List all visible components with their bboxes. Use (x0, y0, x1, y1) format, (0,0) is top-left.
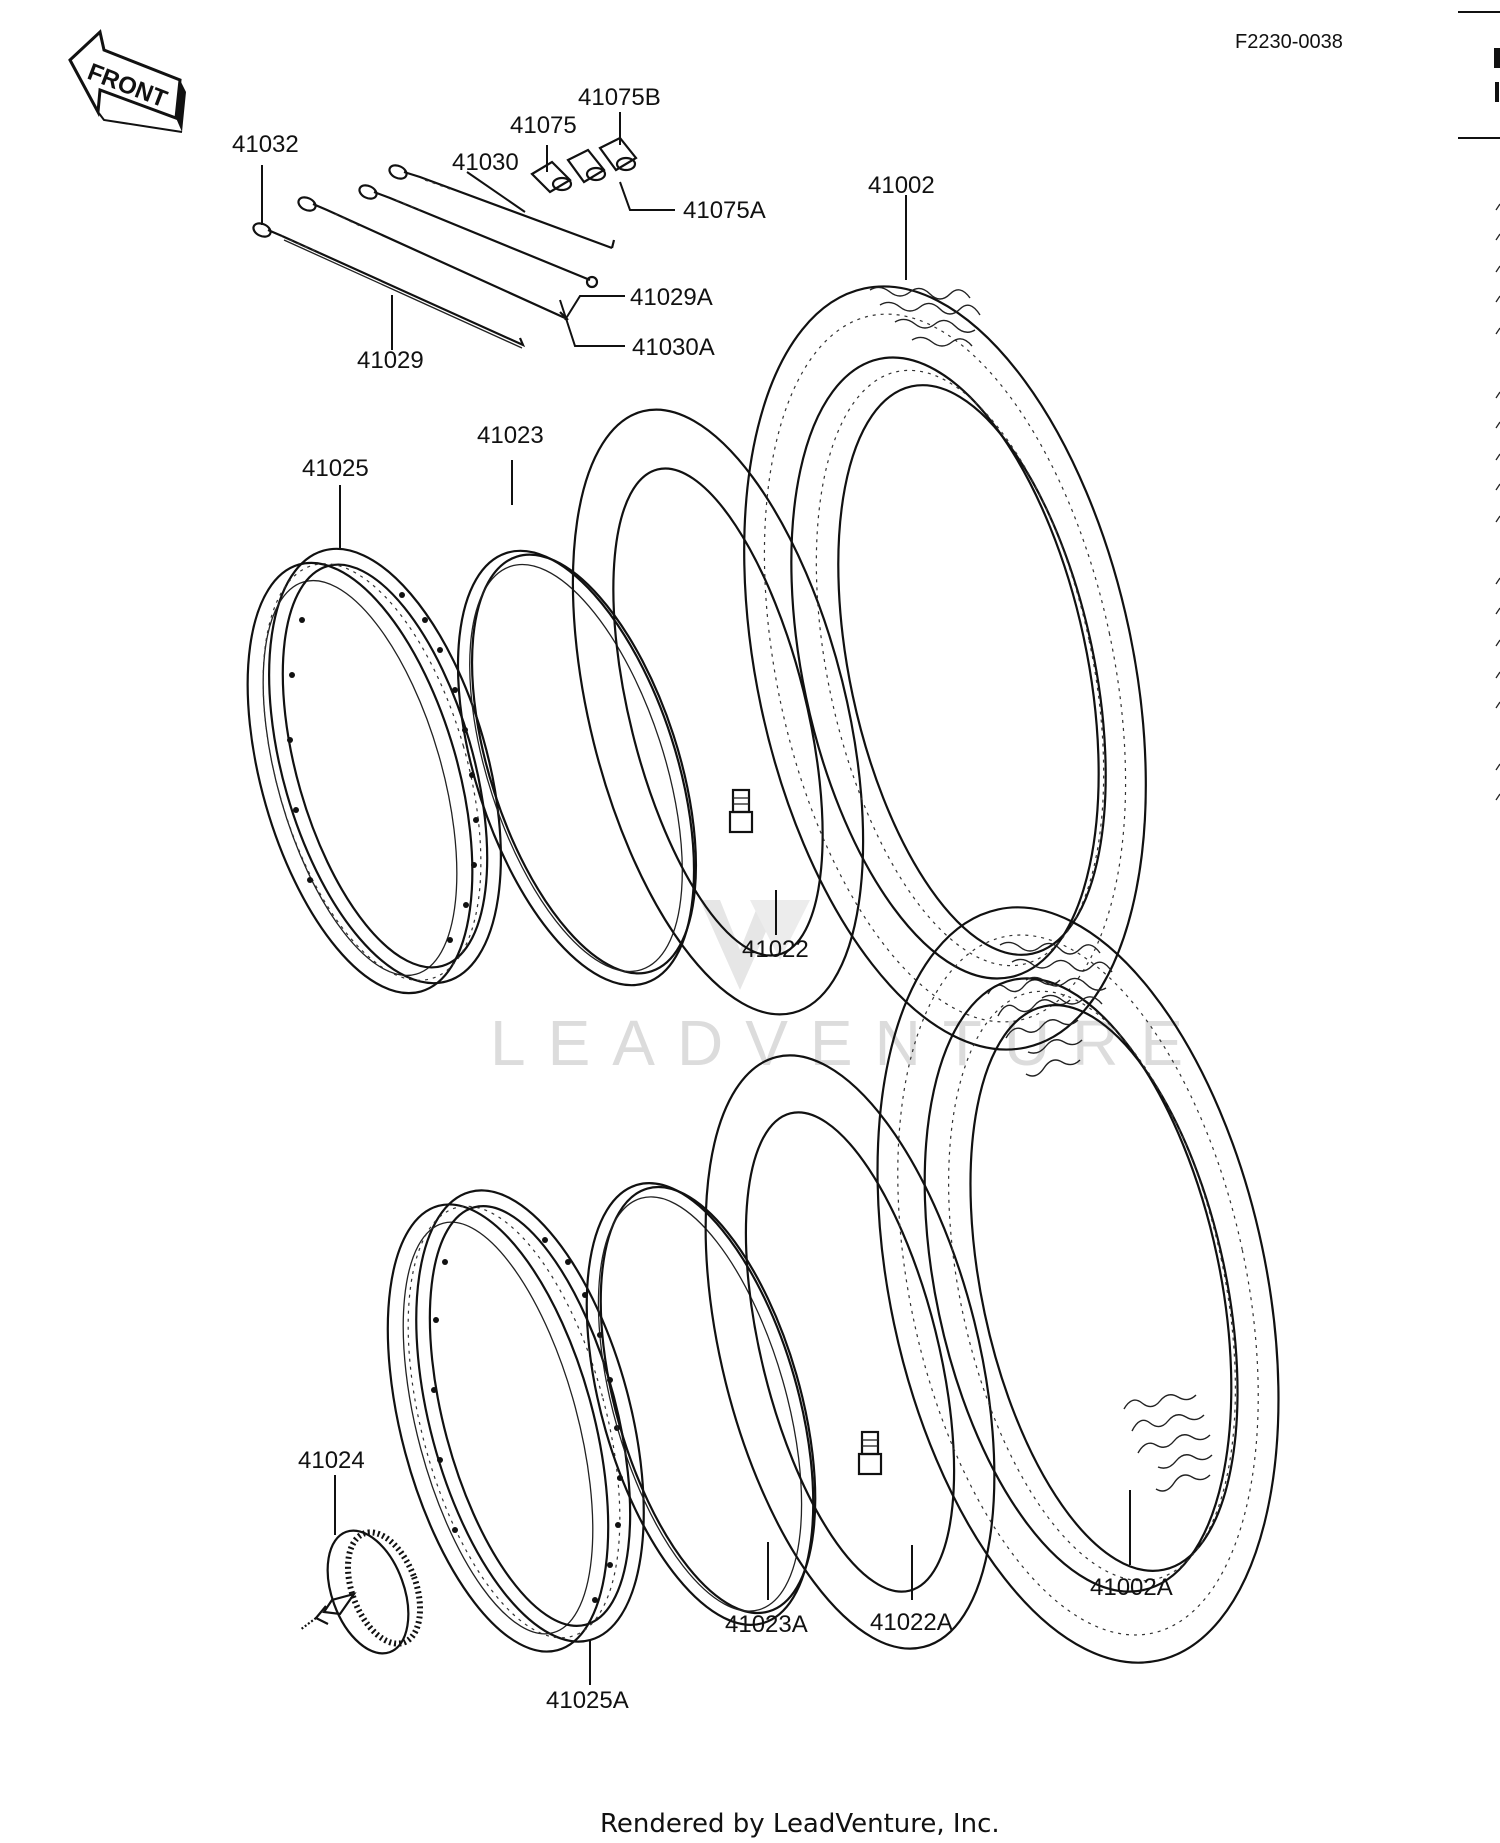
watermark: LEADVENTURE (490, 900, 1205, 1079)
rim-41025A (386, 1189, 645, 1653)
label-41002: 41002 (868, 172, 935, 199)
page-edge (1458, 11, 1500, 801)
rim-41025 (246, 547, 502, 995)
front-arrow-icon: FRONT (68, 29, 186, 133)
tube-41022 (571, 408, 865, 1016)
footer-credit: Rendered by LeadVenture, Inc. (600, 1809, 1000, 1839)
label-41023: 41023 (477, 422, 544, 449)
tube-41022A (704, 1054, 996, 1650)
watermark-text: LEADVENTURE (490, 1007, 1205, 1079)
label-41030A: 41030A (632, 334, 715, 361)
label-41029A: 41029A (630, 284, 713, 311)
label-41075B: 41075B (578, 84, 661, 111)
label-41075: 41075 (510, 112, 577, 139)
diagram-id: F2230-0038 (1235, 31, 1343, 53)
label-41029: 41029 (357, 347, 424, 374)
hub-41024 (299, 1529, 424, 1655)
label-41032: 41032 (232, 131, 299, 158)
leader-lines (261, 112, 1131, 1685)
tire-41002A (876, 906, 1280, 1664)
label-41024: 41024 (298, 1447, 365, 1474)
label-41023A: 41023A (725, 1611, 808, 1638)
label-41022A: 41022A (870, 1609, 953, 1636)
part-labels: 41032 41030 41075 41075B 41075A 41029A 4… (232, 84, 1173, 1714)
label-41022: 41022 (742, 936, 809, 963)
tire-41002 (743, 285, 1147, 1077)
rim-band-41023 (456, 549, 698, 987)
rim-band-41023A (585, 1182, 817, 1626)
label-41075A: 41075A (683, 197, 766, 224)
valve-icon (728, 788, 754, 834)
spoke-nipples (530, 136, 638, 194)
label-41030: 41030 (452, 149, 519, 176)
label-41025A: 41025A (546, 1687, 629, 1714)
valve-icon (857, 1430, 883, 1476)
label-41025: 41025 (302, 455, 369, 482)
label-41002A: 41002A (1090, 1574, 1173, 1601)
